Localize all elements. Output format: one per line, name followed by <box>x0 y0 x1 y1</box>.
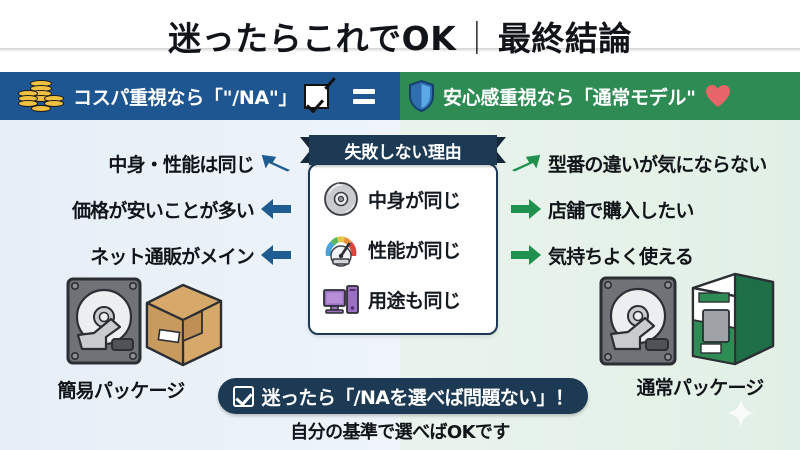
left-benefit-list: 中身・性能は同じ 価格が安いことが多い ネット通販がメイン <box>0 140 300 278</box>
checkbox-checked-icon <box>232 385 254 407</box>
arrow-right-icon <box>511 245 541 265</box>
product-left-art <box>16 275 226 367</box>
sparkle-icon <box>727 399 755 427</box>
reasons-ribbon: 失敗しない理由 <box>300 135 506 165</box>
list-item: 店舗で購入したい <box>506 186 800 232</box>
arrow-right-icon <box>511 199 541 219</box>
comparison-banner: コスパ重視なら「"/NA"」 安心感重視なら「通常モデル" <box>0 72 800 120</box>
title-main: 迷ったらこれでOK <box>168 19 457 58</box>
conclusion-pill-text: 迷ったら「/NAを選べば問題ない」！ <box>261 386 574 409</box>
banner-shadow <box>0 48 800 52</box>
shield-icon <box>409 80 434 112</box>
ribbon-body: 失敗しない理由 <box>309 135 497 165</box>
footer-caption: 自分の基準で選べばOKです <box>290 422 510 443</box>
title-separator: ｜ <box>460 19 494 58</box>
right-item-2-label: 気持ちよく使える <box>548 245 694 268</box>
arrow-left-icon <box>261 245 291 265</box>
list-item: 型番の違いが気にならない <box>506 140 800 186</box>
reason-row-2: 用途も同じ <box>310 277 496 321</box>
desktop-pc-icon <box>323 285 359 314</box>
product-right-art <box>595 272 800 366</box>
conclusion-pill: 迷ったら「/NAを選べば問題ない」！ <box>218 378 588 414</box>
heart-icon <box>705 85 730 107</box>
page-title: 迷ったらこれでOK｜最終結論 <box>0 0 800 72</box>
left-item-2-label: ネット通販がメイン <box>90 245 255 268</box>
product-left-label: 簡易パッケージ <box>57 380 185 402</box>
title-sub: 最終結論 <box>497 19 632 58</box>
arrow-right-up-icon <box>511 154 541 172</box>
banner-right-half: 安心感重視なら「通常モデル" <box>400 72 800 120</box>
reason-row-0: 中身が同じ <box>310 177 496 221</box>
ribbon-label: 失敗しない理由 <box>344 142 462 163</box>
product-right-label: 通常パッケージ <box>636 377 764 399</box>
left-item-0-label: 中身・性能は同じ <box>108 153 254 176</box>
arrow-left-icon <box>261 199 291 219</box>
product-right: 通常パッケージ <box>595 272 800 400</box>
right-item-0-label: 型番の違いが気にならない <box>548 153 767 176</box>
right-benefit-list: 型番の違いが気にならない 店舗で購入したい 気持ちよく使える <box>506 140 800 278</box>
list-item: 価格が安いことが多い <box>0 186 300 232</box>
speedometer-icon <box>325 236 357 267</box>
reason-1-label: 性能が同じ <box>368 239 461 262</box>
reasons-card-column: 失敗しない理由 中身が同じ <box>300 135 506 335</box>
left-item-1-label: 価格が安いことが多い <box>71 199 255 222</box>
right-item-1-label: 店舗で購入したい <box>548 199 694 222</box>
hdd-and-cardboard-box-icon <box>66 277 223 367</box>
list-item: ネット通販がメイン <box>0 232 300 278</box>
reason-row-1: 性能が同じ <box>310 227 496 271</box>
reasons-card: 中身が同じ 性能が同じ <box>308 163 498 335</box>
list-item: 気持ちよく使える <box>506 232 800 278</box>
banner-left-text: コスパ重視なら「"/NA"」 <box>73 86 298 109</box>
reason-2-label: 用途も同じ <box>368 289 461 312</box>
list-item: 中身・性能は同じ <box>0 140 300 186</box>
coins-icon <box>18 76 64 116</box>
equals-sign <box>347 88 381 104</box>
arrow-left-up-icon <box>261 154 291 172</box>
title-text-group: 迷ったらこれでOK｜最終結論 <box>168 12 632 60</box>
banner-left-half: コスパ重視なら「"/NA"」 <box>0 72 400 120</box>
disc-icon <box>324 182 358 216</box>
reason-0-label: 中身が同じ <box>368 189 461 212</box>
product-left: 簡易パッケージ <box>16 275 226 403</box>
banner-right-text: 安心感重視なら「通常モデル" <box>443 86 696 109</box>
checkmark-icon <box>304 76 336 109</box>
hdd-and-retail-box-icon <box>599 272 775 366</box>
